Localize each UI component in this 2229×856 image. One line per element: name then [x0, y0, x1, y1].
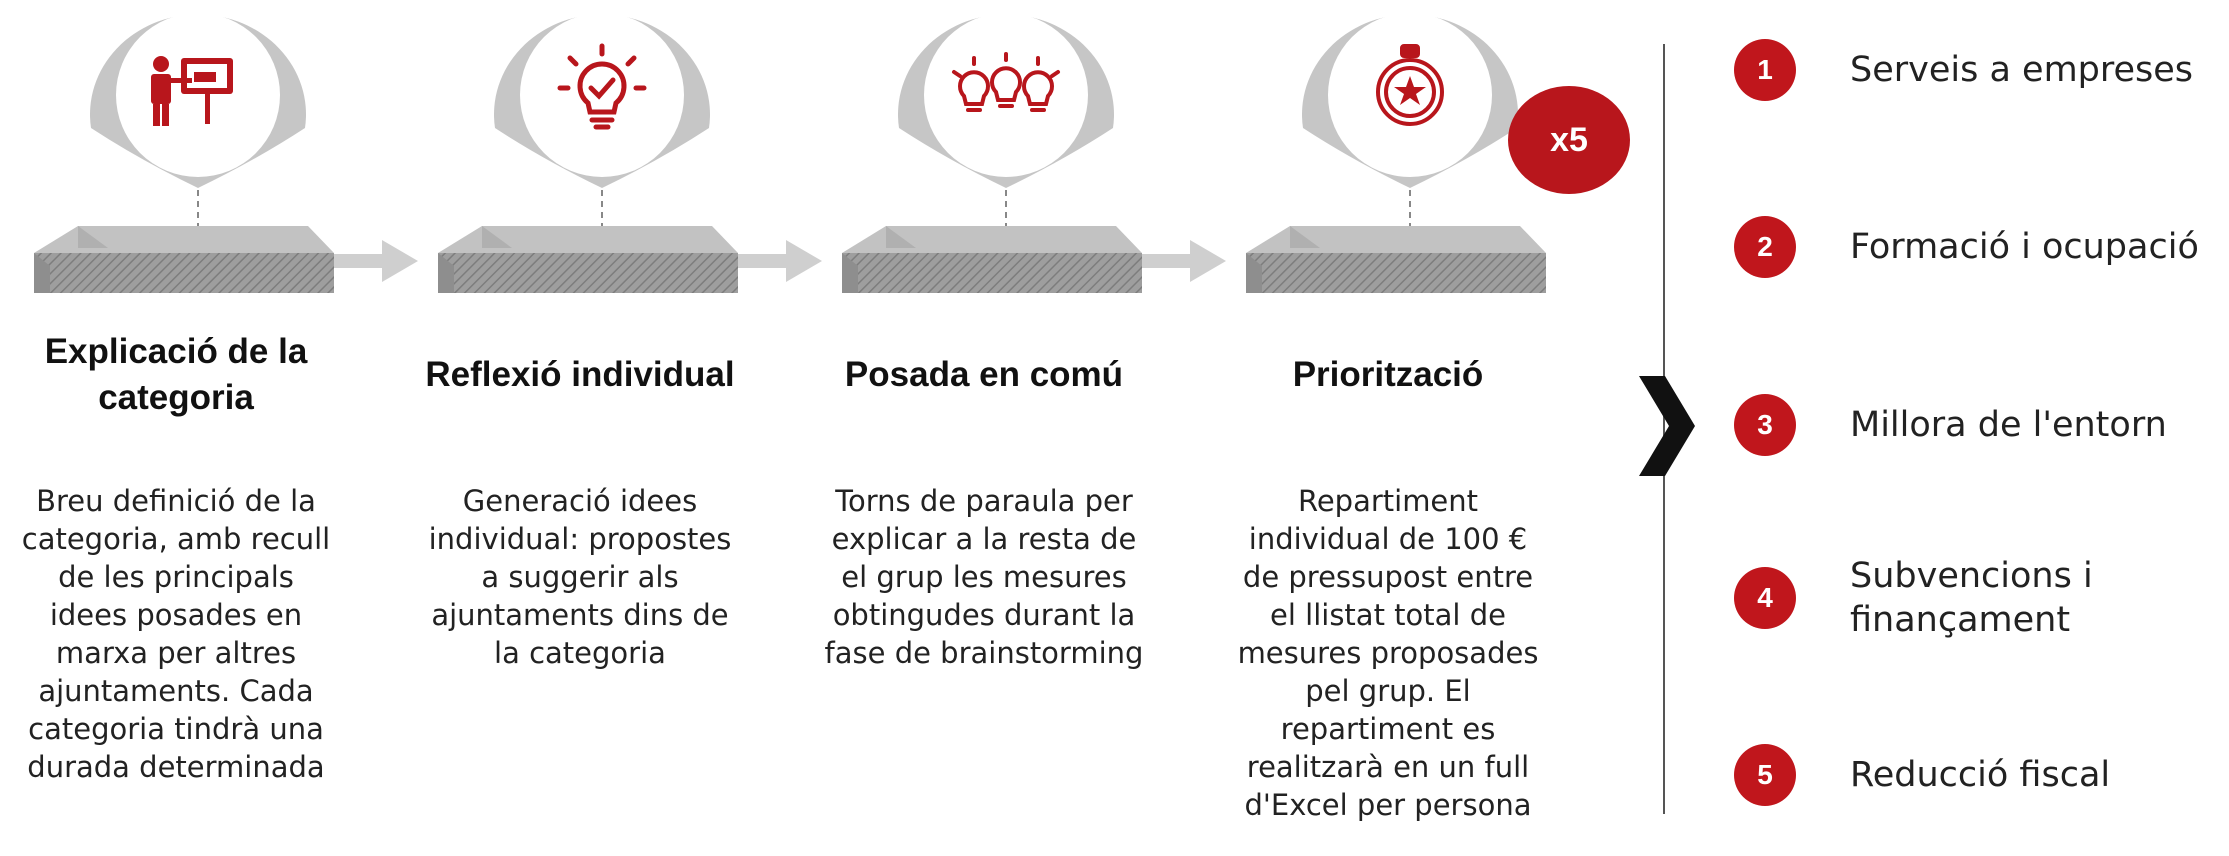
step-block-3 [842, 226, 1142, 293]
stage-2-graphic [438, 13, 822, 293]
stage-4-graphic [1246, 13, 1546, 293]
category-item-4: 4 Subvencions i finançament [1734, 553, 2229, 643]
category-label: Millora de l'entorn [1850, 405, 2167, 445]
step-block-1 [34, 226, 334, 293]
category-label: Subvencions i finançament [1850, 556, 2093, 640]
category-number-badge: 2 [1734, 216, 1796, 278]
repeat-badge: x5 [1508, 86, 1630, 194]
stage-1-title: Explicació de la categoria [44, 332, 308, 417]
category-number-badge: 4 [1734, 567, 1796, 629]
category-label: Reducció fiscal [1850, 755, 2111, 795]
category-label: Formació i ocupació [1850, 227, 2199, 267]
map-pin-4 [1302, 13, 1518, 188]
map-pin-1 [90, 13, 306, 188]
arrow-3-4 [1142, 240, 1226, 282]
stage-1: Explicació de la categoria Breu definici… [16, 0, 418, 856]
lightbulbs-group-icon [952, 52, 1060, 112]
stage-1-graphic [34, 13, 418, 293]
stage-2-title: Reflexió individual [425, 355, 735, 394]
stage-4-title: Priorització [1292, 355, 1484, 394]
stage-1-description: Breu definició de la categoria, amb recu… [21, 484, 331, 784]
category-number-badge: 1 [1734, 39, 1796, 101]
step-block-2 [438, 226, 738, 293]
category-number-badge: 5 [1734, 744, 1796, 806]
stage-2: Reflexió individual Generació idees indi… [420, 0, 822, 856]
category-item-2: 2 Formació i ocupació [1734, 202, 2229, 292]
category-item-1: 1 Serveis a empreses [1734, 25, 2229, 115]
category-label: Serveis a empreses [1850, 50, 2194, 90]
stage-2-description: Generació idees individual: propostes a … [428, 484, 732, 670]
presenter-board-icon [151, 56, 233, 126]
map-pin-2 [494, 13, 710, 188]
lightbulb-check-icon [557, 43, 647, 130]
stage-3: Posada en comú Torns de paraula per expl… [824, 0, 1226, 856]
category-item-3: 3 Millora de l'entorn [1734, 380, 2229, 470]
medal-star-icon [1376, 44, 1444, 126]
chevron-right-icon [1639, 376, 1695, 476]
stage-3-graphic [842, 13, 1226, 293]
category-item-5: 5 Reducció fiscal [1734, 730, 2229, 820]
step-block-4 [1246, 226, 1546, 293]
stage-3-title: Posada en comú [844, 355, 1124, 394]
stage-4: Priorització Repartiment individual de 1… [1228, 0, 1548, 856]
stage-3-description: Torns de paraula per explicar a la resta… [824, 484, 1144, 670]
stage-4-description: Repartiment individual de 100 € de press… [1237, 484, 1539, 822]
category-number-badge: 3 [1734, 394, 1796, 456]
arrow-2-3 [738, 240, 822, 282]
section-divider [1663, 44, 1665, 814]
arrow-1-2 [334, 240, 418, 282]
